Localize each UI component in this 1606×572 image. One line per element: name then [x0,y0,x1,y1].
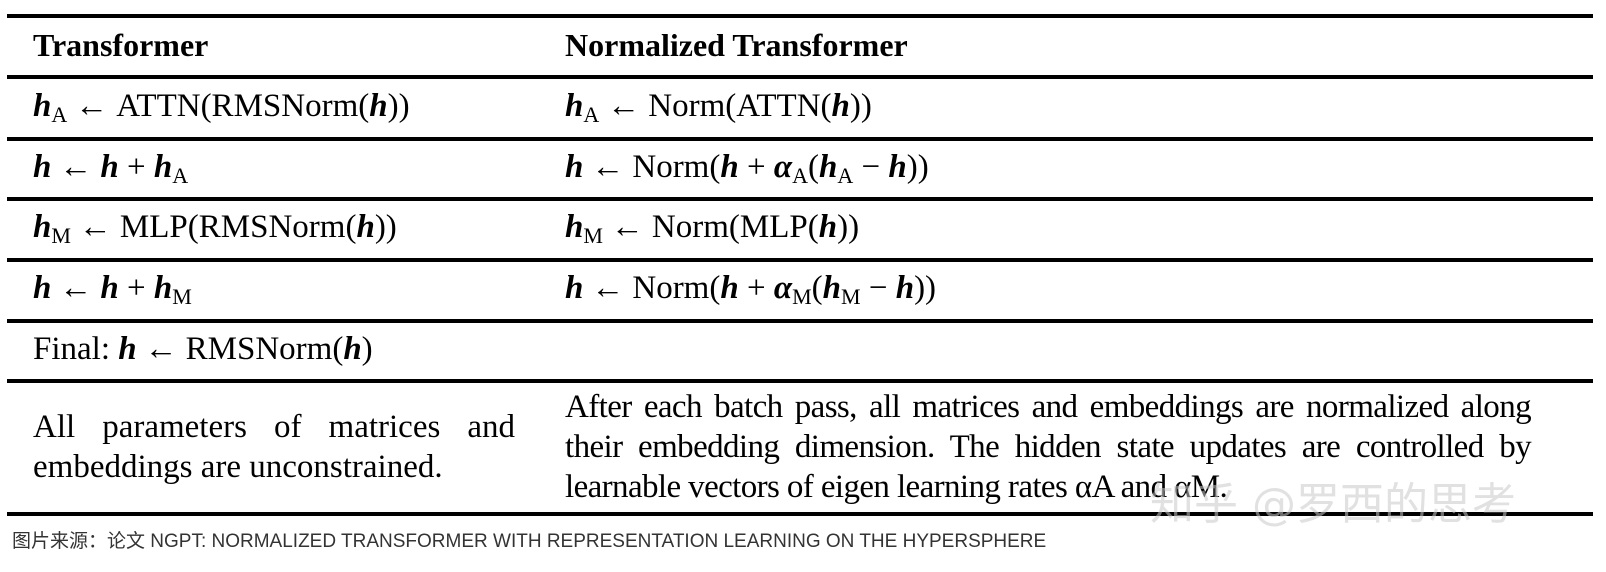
header-rule [7,75,1593,79]
transformer-parameters-description: All parameters of matrices and embedding… [33,409,515,485]
row-rule-2 [7,197,1593,201]
left-arrow-icon: ← [607,88,641,124]
figure-caption: 图片来源：论文 NGPT: NORMALIZED TRANSFORMER WIT… [12,531,1047,552]
header-transformer: Transformer [33,27,209,63]
final-row-formula: Final: h←RMSNorm(h) [33,331,373,367]
row4-normalized-formula: h←Norm(h + αM(hM − h)) [565,270,937,309]
left-arrow-icon: ← [75,88,109,124]
row1-transformer-formula: hA←ATTN(RMSNorm(h)) [33,88,410,127]
normalized-parameters-description: After each batch pass, all matrices and … [565,389,1532,505]
row3-normalized-formula: hM←Norm(MLP(h)) [565,209,860,248]
row1-normalized-formula: hA←Norm(ATTN(h)) [565,88,872,127]
row4-transformer-formula: h←h + hM [33,270,192,309]
left-arrow-icon: ← [610,209,644,245]
row-rule-3 [7,258,1593,262]
left-arrow-icon: ← [59,270,93,306]
left-arrow-icon: ← [59,149,93,185]
row2-normalized-formula: h←Norm(h + αA(hA − h)) [565,149,929,188]
bottom-rule [7,512,1593,516]
row-rule-4 [7,319,1593,323]
top-rule [7,14,1593,18]
left-arrow-icon: ← [591,270,625,306]
left-arrow-icon: ← [591,149,625,185]
header-normalized-transformer: Normalized Transformer [565,27,908,63]
row-rule-1 [7,137,1593,141]
final-rule [7,379,1593,383]
left-arrow-icon: ← [144,331,178,367]
row3-transformer-formula: hM←MLP(RMSNorm(h)) [33,209,397,248]
row2-transformer-formula: h←h + hA [33,149,189,188]
left-arrow-icon: ← [78,209,112,245]
